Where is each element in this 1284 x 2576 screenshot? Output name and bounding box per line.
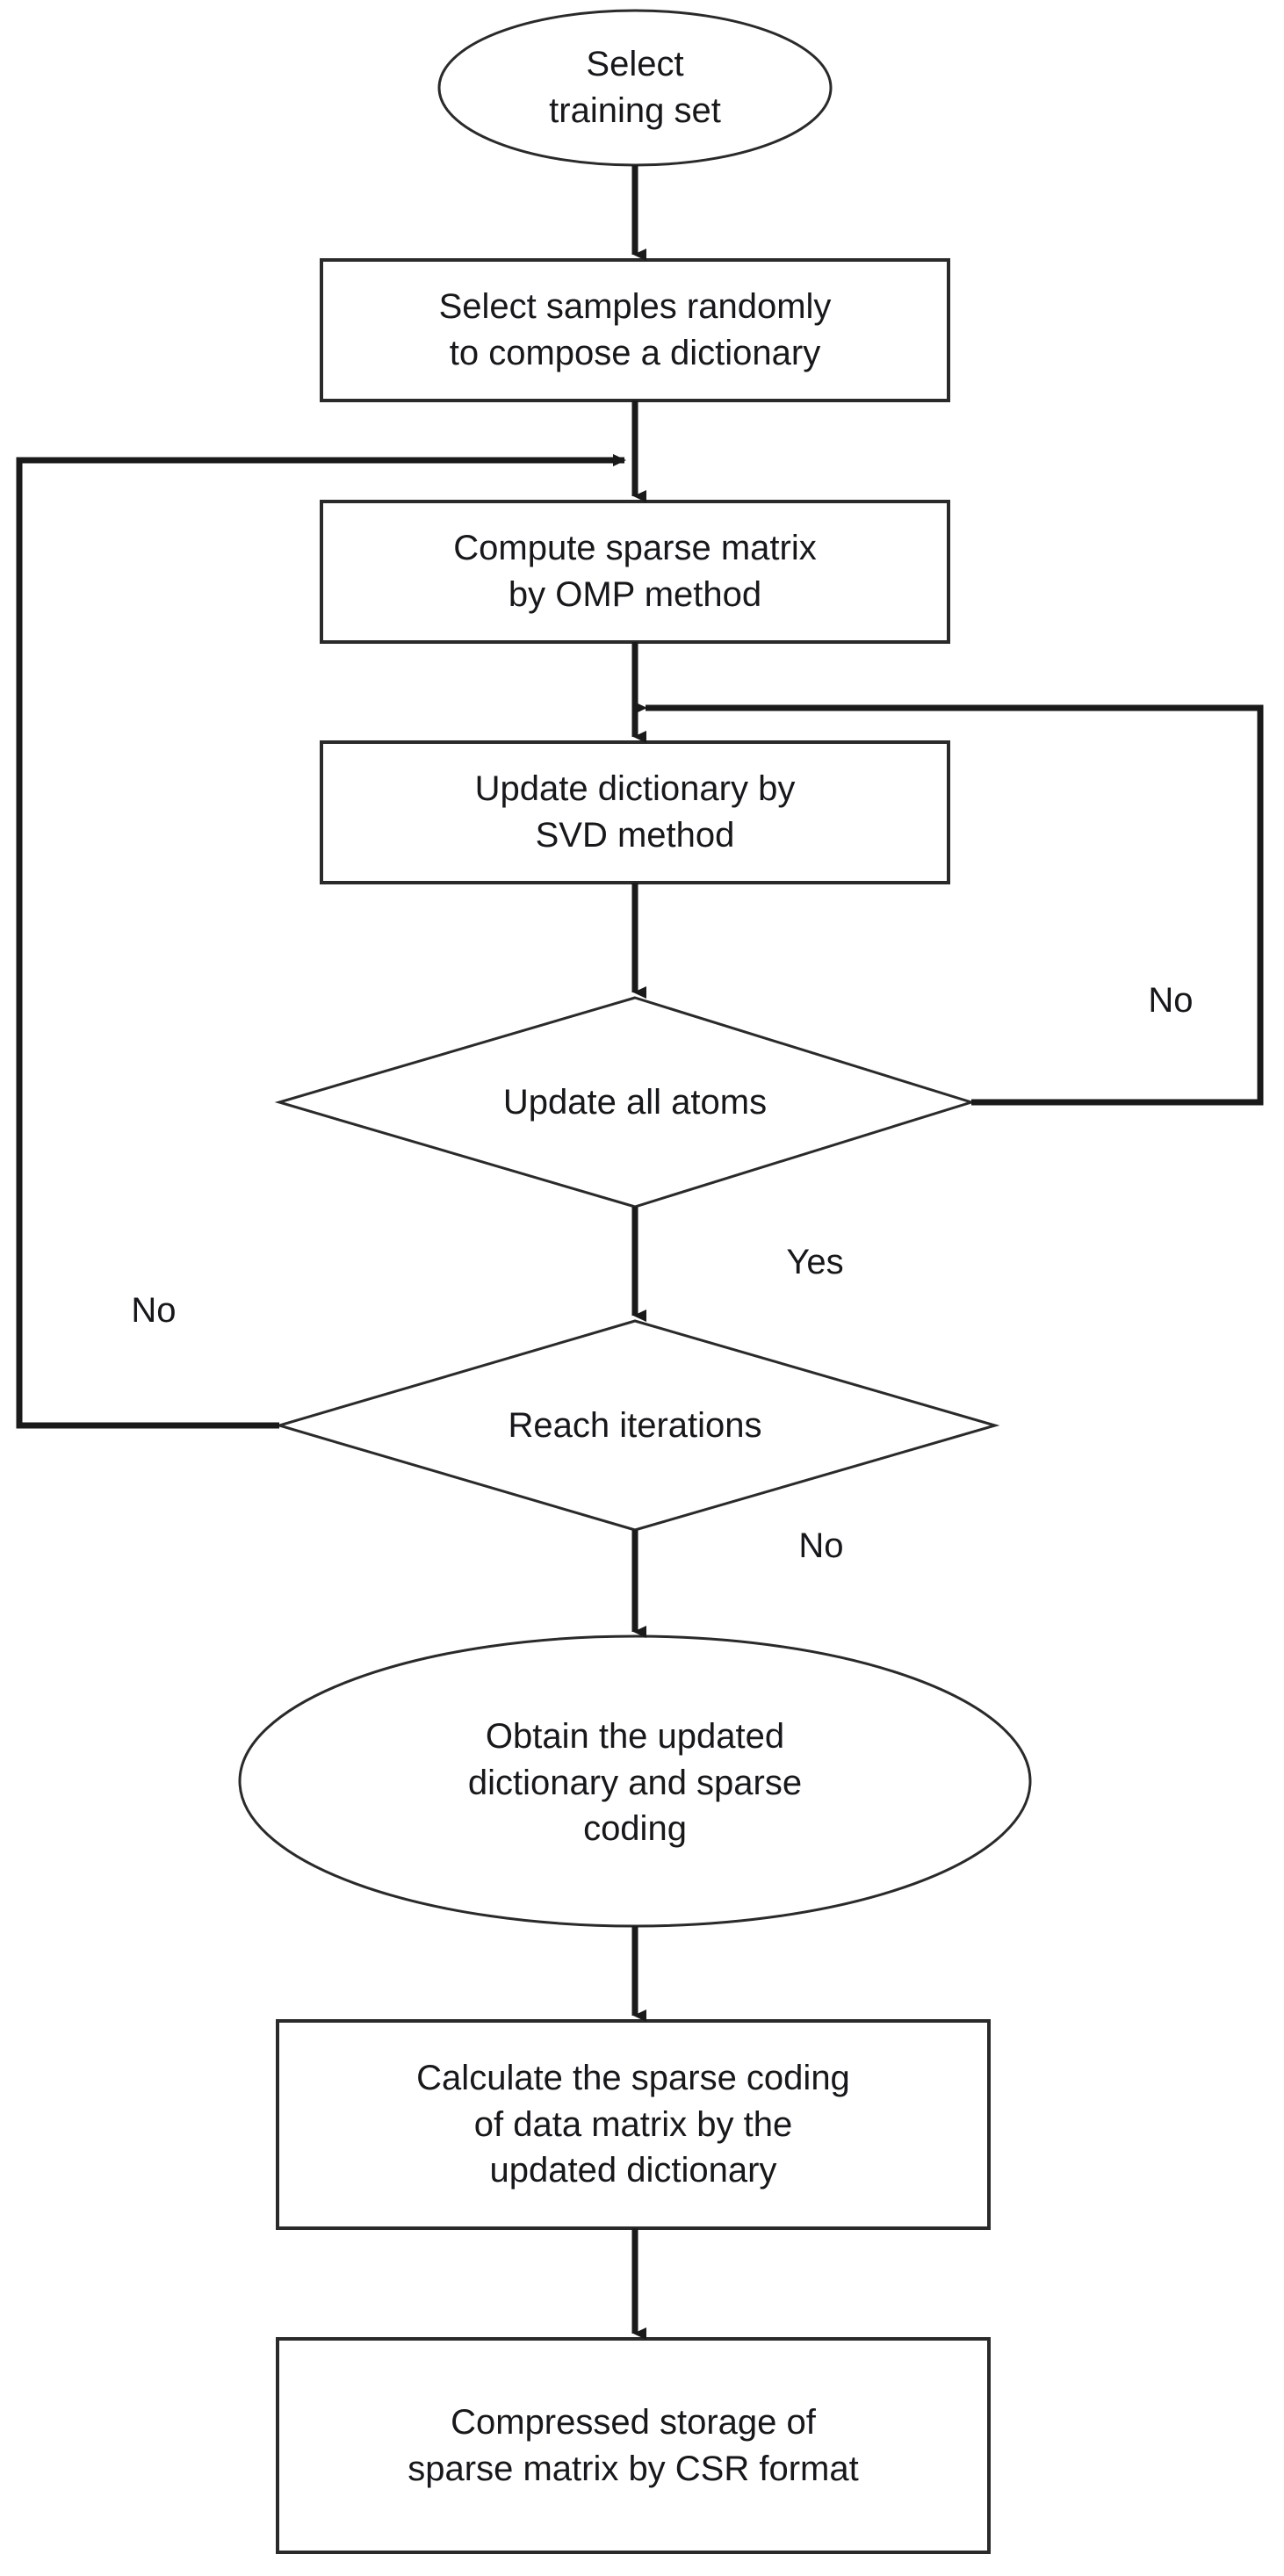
- edge-label-update-all-atoms-yes: Yes: [786, 1243, 844, 1281]
- edge-label-reach-iterations-no-bottom: No: [798, 1526, 844, 1565]
- shape-reach-iterations-diamond[interactable]: [274, 1319, 1000, 1532]
- edge-reach-iterations-no-loop: [16, 454, 626, 1429]
- edge-label-reach-iterations-no-left: No: [131, 1291, 177, 1330]
- shape-start-ellipse[interactable]: [437, 9, 833, 167]
- shape-obtain-updated-ellipse[interactable]: [238, 1634, 1032, 1928]
- shape-compute-sparse-rect[interactable]: [320, 500, 950, 644]
- shape-compressed-storage-rect[interactable]: [276, 2337, 991, 2554]
- edge-label-update-all-atoms-no: No: [1148, 981, 1194, 1020]
- shape-update-dictionary-rect[interactable]: [320, 740, 950, 884]
- shape-update-all-atoms-diamond[interactable]: [274, 996, 977, 1209]
- edge-update-all-atoms-no-loop: [634, 702, 1264, 1106]
- shape-calculate-sparse-coding-rect[interactable]: [276, 2019, 991, 2230]
- shape-select-samples-rect[interactable]: [320, 258, 950, 402]
